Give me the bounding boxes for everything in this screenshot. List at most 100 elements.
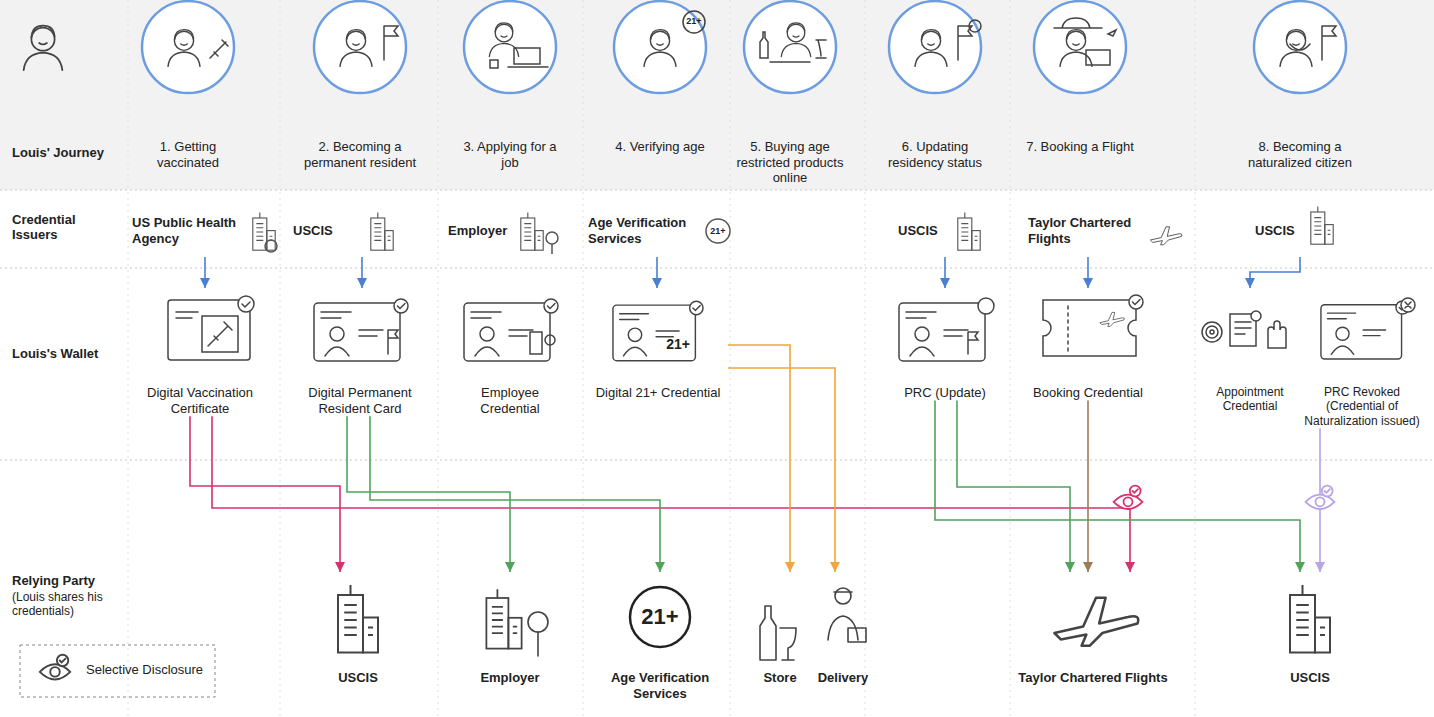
credential-issuer: USCIS xyxy=(1255,205,1355,257)
node-text: Digital 21+ Credential xyxy=(588,385,728,401)
node-text: 5. Buying age restricted products online xyxy=(725,139,855,186)
credential-flow-arrow xyxy=(728,345,790,572)
node-text: Digital Permanent Resident Card xyxy=(290,385,430,416)
credential-flow-arrow xyxy=(957,401,1070,572)
credential-issuer: Taylor Chartered Flights xyxy=(1028,205,1188,257)
legend-text: Selective Disclosure xyxy=(86,662,203,677)
wallet-credential: Digital Vaccination Certificate xyxy=(130,288,270,416)
relying-party: Age Verification Services xyxy=(598,572,723,701)
row-label: Louis' Journey xyxy=(12,146,124,161)
wallet-credential: Appointment Credential xyxy=(1200,288,1300,414)
credential-flow-arrow xyxy=(212,416,1130,572)
node-text: 1. Getting vaccinated xyxy=(128,139,248,170)
issuer-icons xyxy=(253,206,1333,250)
wallet-credential: PRC Revoked (Credential of Naturalizatio… xyxy=(1301,288,1423,428)
legend-frame xyxy=(20,645,215,697)
relying-party: USCIS xyxy=(326,572,390,686)
journey-props xyxy=(210,11,1336,68)
node-text: 3. Applying for a job xyxy=(455,139,565,170)
credential-flow-arrow xyxy=(361,257,363,288)
node-text: Store xyxy=(755,670,805,686)
journey-step: 1. Getting vaccinated xyxy=(128,1,248,170)
node-text: Delivery xyxy=(810,670,876,686)
node-text: 4. Verifying age xyxy=(610,139,710,155)
wallet-cards xyxy=(314,299,1409,361)
node-text: PRC (Update) xyxy=(890,385,1000,401)
row-label: Louis's Wallet xyxy=(12,347,124,362)
badge-text: 21+ xyxy=(625,604,695,629)
relying-icons xyxy=(338,585,1330,653)
header-band xyxy=(0,0,1434,190)
relying-party: Delivery xyxy=(810,572,876,686)
journey-step: 3. Applying for a job xyxy=(455,1,565,170)
wallet-credential: Booking Credential xyxy=(1023,288,1153,401)
relying-party: Store xyxy=(755,572,805,686)
row-label: Relying Party xyxy=(12,574,124,589)
row-label: (Louis shares his credentials) xyxy=(12,591,124,619)
node-text: 7. Booking a Flight xyxy=(1020,139,1140,155)
node-text: Taylor Chartered Flights xyxy=(1028,215,1146,246)
credential-issuer: Employer xyxy=(448,205,558,257)
node-text: 6. Updating residency status xyxy=(875,139,995,170)
node-text: USCIS xyxy=(898,223,938,239)
journey-persons xyxy=(168,23,1312,67)
wallet-credential: Digital Permanent Resident Card xyxy=(290,288,430,416)
relying-party: USCIS xyxy=(1278,572,1342,686)
credential-flow-arrow xyxy=(204,257,206,288)
selective-disclosure-eye xyxy=(1306,486,1335,509)
badge-text: 21+ xyxy=(658,336,698,352)
credential-flow-arrow xyxy=(944,257,946,288)
node-text: Digital Vaccination Certificate xyxy=(130,385,270,416)
node-text: Employer xyxy=(448,223,507,239)
louis-avatar xyxy=(24,26,63,70)
credential-issuer: USCIS xyxy=(293,205,403,257)
wallet-credential: Digital 21+ Credential xyxy=(588,288,728,401)
node-text: USCIS xyxy=(326,670,390,686)
badge-text: 21+ xyxy=(703,226,733,236)
node-text: Appointment Credential xyxy=(1200,385,1300,414)
credential-flow-arrow xyxy=(347,416,510,572)
credential-issuer: US Public Health Agency xyxy=(132,205,292,257)
node-text: USCIS xyxy=(1278,670,1342,686)
node-text: Taylor Chartered Flights xyxy=(1013,670,1173,686)
credential-flow-arrow xyxy=(656,257,658,288)
credential-flow-arrow xyxy=(370,416,660,572)
credential-issuer: USCIS xyxy=(898,205,1008,257)
journey-step: 2. Becoming a permanent resident xyxy=(298,1,423,170)
journey-step: 6. Updating residency status xyxy=(875,1,995,170)
relying-props xyxy=(528,587,866,660)
selective-disclosure-eye xyxy=(1114,486,1143,509)
credential-flow-arrow xyxy=(935,401,1300,572)
ticket-plane xyxy=(1100,312,1124,326)
node-text: Age Verification Services xyxy=(598,670,723,701)
journey-step: 8. Becoming a naturalized citizen xyxy=(1235,1,1365,170)
journey-circles xyxy=(142,1,1346,93)
node-text: 8. Becoming a naturalized citizen xyxy=(1235,139,1365,170)
wallet-credential: Employee Credential xyxy=(460,288,560,416)
node-text: Employer xyxy=(468,670,552,686)
relying-party: Employer xyxy=(468,572,552,686)
legend-item: Selective Disclosure xyxy=(86,662,203,678)
node-text: PRC Revoked (Credential of Naturalizatio… xyxy=(1301,385,1423,428)
node-text: USCIS xyxy=(293,223,333,239)
credential-flow-arrow xyxy=(728,368,835,572)
journey-step: 5. Buying age restricted products online xyxy=(725,1,855,186)
badge-text: 21+ xyxy=(679,16,709,26)
node-text: Employee Credential xyxy=(460,385,560,416)
credential-flow-arrow xyxy=(1087,257,1089,288)
credential-flow-arrow xyxy=(1250,257,1300,288)
credential-flow-arrow xyxy=(1087,401,1089,572)
wallet-props xyxy=(388,295,1415,356)
node-text: 2. Becoming a permanent resident xyxy=(298,139,423,170)
wallet-credential: PRC (Update) xyxy=(890,288,1000,401)
node-text: USCIS xyxy=(1255,223,1295,239)
row-label: Credential Issuers xyxy=(12,213,112,243)
column-separators xyxy=(128,0,1195,717)
relying-party: Taylor Chartered Flights xyxy=(1013,572,1173,686)
node-text: US Public Health Agency xyxy=(132,215,250,246)
node-text: Age Verification Services xyxy=(588,215,698,246)
legend-eye-swatch xyxy=(40,655,70,680)
